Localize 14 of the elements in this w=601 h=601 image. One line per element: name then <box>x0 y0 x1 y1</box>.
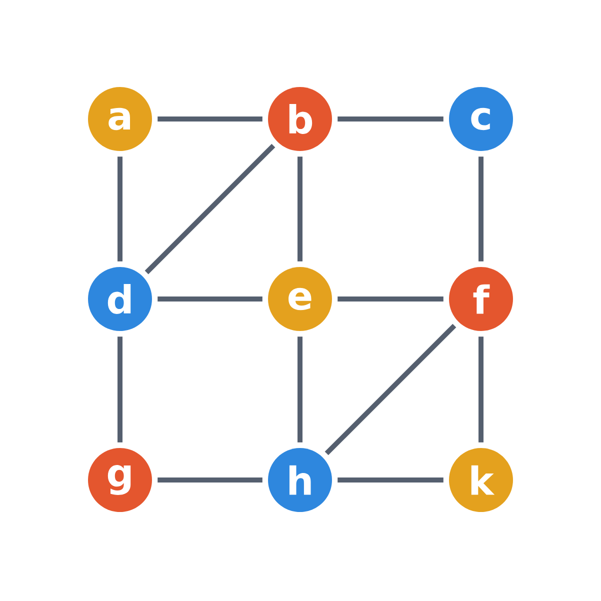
edge-line <box>338 478 444 482</box>
edge-line <box>158 296 262 302</box>
edge-line <box>338 296 444 302</box>
edge-line <box>298 156 302 262</box>
edge-line <box>298 336 302 442</box>
edge-line <box>144 144 276 274</box>
edge-line <box>158 478 262 482</box>
edge-line <box>118 336 122 442</box>
edge-line <box>478 156 484 262</box>
edge-line <box>324 324 456 456</box>
edge-line <box>118 156 122 262</box>
edge-line <box>338 116 444 122</box>
edge-line <box>478 336 484 442</box>
edge-line <box>158 116 262 122</box>
